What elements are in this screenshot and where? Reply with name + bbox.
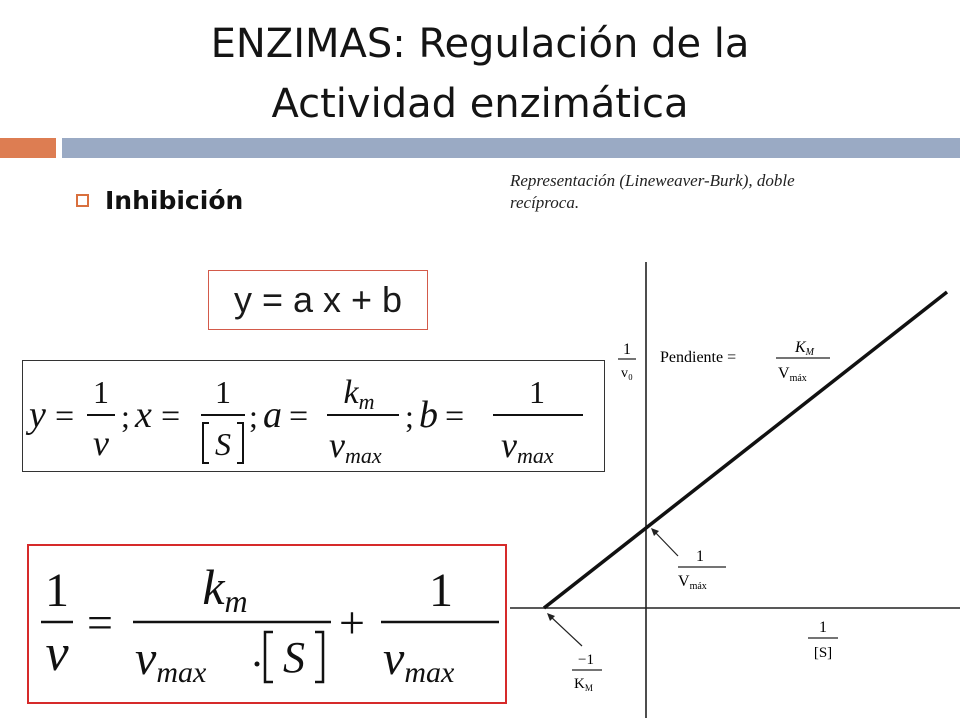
- caption-line-1: Representación (Lineweaver-Burk), doble: [510, 171, 795, 190]
- x-axis-label-den: [S]: [814, 645, 832, 661]
- square-bullet-icon: [76, 193, 89, 207]
- lineweaver-burk-equation: 1 v = km vmax S + 1 vmax: [41, 559, 499, 689]
- x-intercept-num: −1: [578, 652, 594, 668]
- bullet-text: Inhibición: [105, 185, 244, 215]
- svg-text:S: S: [283, 633, 305, 682]
- svg-text:vmax: vmax: [501, 425, 554, 468]
- y-intercept-arrowhead: [651, 528, 659, 536]
- slope-den: Vmáx: [778, 365, 807, 384]
- svg-text:vmax: vmax: [329, 425, 382, 468]
- definitions-formula: y = 1 v ; x = 1 S ; a = km vmax ; b = 1 …: [25, 374, 583, 468]
- figure-caption: Representación (Lineweaver-Burk), doble …: [510, 170, 950, 214]
- slope-label: Pendiente =: [660, 349, 736, 366]
- accent-bar-right: [62, 138, 960, 158]
- svg-text:+: +: [339, 597, 365, 648]
- svg-text:1: 1: [215, 374, 231, 410]
- x-intercept-arrowhead: [547, 613, 555, 621]
- y-intercept-arrow: [652, 529, 679, 557]
- x-axis-label-num: 1: [819, 619, 827, 636]
- svg-text:;: ;: [121, 398, 130, 434]
- svg-text:1: 1: [429, 564, 453, 617]
- x-intercept-den: KM: [574, 676, 593, 693]
- slide-title: ENZIMAS: Regulación de la Actividad enzi…: [0, 14, 960, 134]
- svg-text:km: km: [202, 559, 247, 619]
- lineweaver-burk-equation-box: 1 v = km vmax S + 1 vmax: [27, 544, 507, 704]
- svg-text:vmax: vmax: [383, 632, 455, 689]
- bullet-item: Inhibición: [76, 182, 243, 218]
- y-intercept-den: Vmáx: [678, 573, 707, 592]
- svg-text:=: =: [289, 398, 308, 435]
- svg-text:v: v: [93, 423, 109, 463]
- reciprocal-line: [542, 290, 949, 610]
- svg-text:;: ;: [405, 398, 414, 434]
- title-line-1: ENZIMAS: Regulación de la: [210, 21, 750, 67]
- y-axis-label-den: v₀: [621, 366, 633, 381]
- svg-text:1: 1: [93, 374, 109, 410]
- svg-text:x: x: [134, 394, 152, 436]
- variable-definitions-box: y = 1 v ; x = 1 S ; a = km vmax ; b = 1 …: [22, 360, 605, 472]
- svg-text:1: 1: [529, 374, 545, 410]
- caption-line-2: recíproca.: [510, 193, 580, 212]
- svg-text:=: =: [161, 398, 180, 435]
- accent-bar-left: [0, 138, 56, 158]
- y-intercept-num: 1: [696, 548, 704, 565]
- svg-text:;: ;: [249, 398, 258, 434]
- svg-text:km: km: [344, 374, 375, 414]
- svg-text:=: =: [55, 398, 74, 435]
- svg-text:S: S: [215, 426, 231, 462]
- svg-text:=: =: [87, 597, 113, 648]
- svg-text:b: b: [419, 394, 438, 436]
- svg-text:y: y: [25, 394, 46, 436]
- lineweaver-burk-plot: 1 v₀ Pendiente = KM Vmáx 1 Vmáx 1 [S] −1…: [510, 262, 960, 718]
- svg-text:vmax: vmax: [135, 632, 207, 689]
- x-intercept-arrow: [549, 615, 583, 647]
- svg-text:a: a: [263, 394, 282, 436]
- linear-equation: y = a x + b: [208, 270, 428, 330]
- slope-num: KM: [794, 339, 815, 358]
- y-axis-label-num: 1: [623, 341, 631, 358]
- title-line-2: Actividad enzimática: [271, 81, 689, 127]
- svg-text:=: =: [445, 398, 464, 435]
- svg-text:1: 1: [45, 564, 69, 617]
- svg-text:v: v: [45, 625, 69, 682]
